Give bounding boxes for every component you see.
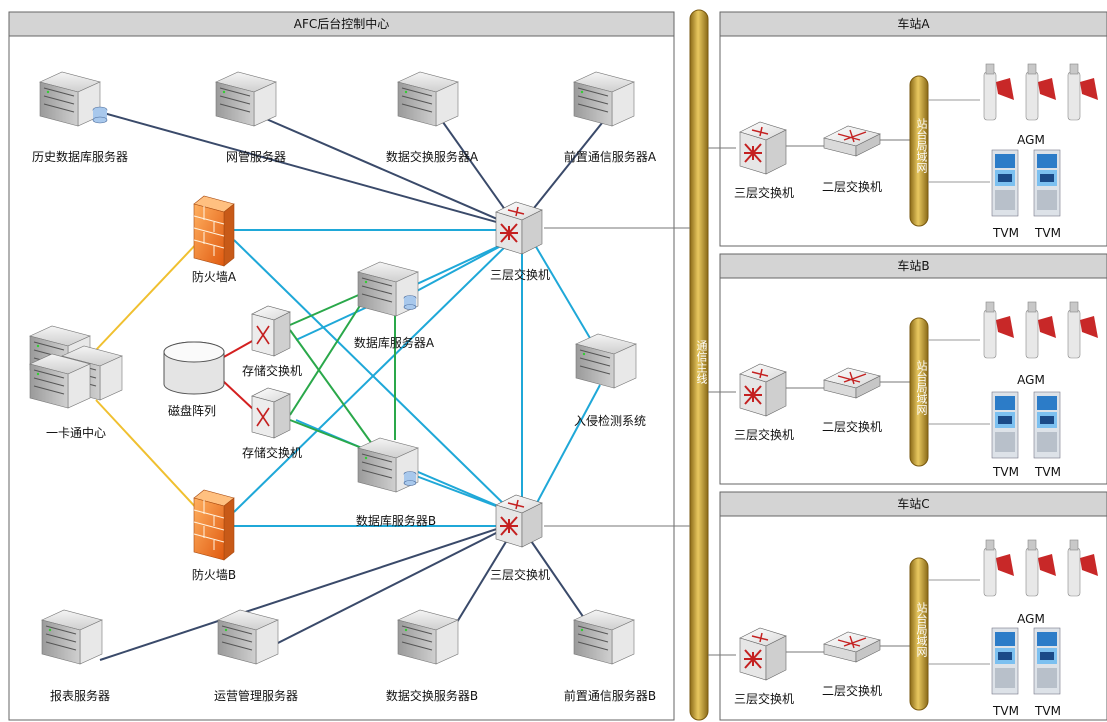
station-c-agm-label: AGM [1017, 612, 1045, 626]
station-b-title: 车站B [897, 259, 930, 273]
station-c-l3-switch-icon [739, 627, 787, 681]
disk-array-icon [163, 341, 225, 395]
exchange-server-a-label: 数据交换服务器A [385, 150, 479, 164]
firewall-a-icon [193, 195, 235, 267]
station-a-title: 车站A [897, 17, 930, 31]
frontend-server-b-label: 前置通信服务器B [563, 689, 657, 703]
report-server-label: 报表服务器 [49, 689, 111, 703]
history-db-server-icon [39, 71, 101, 127]
station-a-lan-label: 站台局域网 [915, 118, 928, 173]
db-server-a-label: 数据库服务器A [353, 336, 435, 350]
network-mgmt-server-label: 网管服务器 [225, 150, 287, 164]
storage-switch-a-icon [251, 305, 291, 357]
station-b-tvm2-label: TVM [1035, 465, 1061, 479]
storage-switch-a-label: 存储交换机 [241, 364, 303, 378]
db-server-b-disk-icon [403, 471, 417, 486]
station-c-title: 车站C [897, 497, 930, 511]
station-a-l3-label: 三层交换机 [733, 186, 795, 200]
firewall-b-icon [193, 489, 235, 561]
operations-server-icon [217, 609, 279, 665]
backbone-bus [689, 9, 709, 721]
exchange-server-a-icon [397, 71, 459, 127]
storage-switch-b-label: 存储交换机 [241, 446, 303, 460]
red-links [221, 339, 255, 411]
center-l3-switch-b-label: 三层交换机 [489, 568, 551, 582]
station-c-lan-bus [909, 557, 929, 711]
db-server-b-label: 数据库服务器B [355, 514, 437, 528]
database-cylinder-icon [92, 106, 108, 124]
db-server-a-disk-icon [403, 295, 417, 310]
station-b-lan-bus [909, 317, 929, 467]
cyan-links [233, 229, 601, 527]
station-c-tvm1-label: TVM [993, 704, 1019, 718]
station-a-tvm2-label: TVM [1035, 226, 1061, 240]
station-a-l3-switch-icon [739, 121, 787, 175]
frontend-server-a-label: 前置通信服务器A [563, 150, 657, 164]
station-c-l3-label: 三层交换机 [733, 692, 795, 706]
history-db-server-label: 历史数据库服务器 [31, 150, 129, 164]
station-b-tvm1-label: TVM [993, 465, 1019, 479]
backbone-taps [544, 147, 736, 656]
frontend-server-b-icon [573, 609, 635, 665]
center-panel-header [8, 11, 675, 37]
report-server-icon [41, 609, 103, 665]
station-c-l2-label: 二层交换机 [821, 684, 883, 698]
card-center-label: 一卡通中心 [45, 426, 107, 440]
station-a-agm-label: AGM [1017, 133, 1045, 147]
yellow-links [95, 239, 201, 513]
network-mgmt-server-icon [215, 71, 277, 127]
ids-label: 入侵检测系统 [573, 414, 647, 428]
station-c-lan-label: 站台局域网 [915, 602, 928, 657]
center-panel-title: AFC后台控制中心 [293, 17, 390, 31]
exchange-server-b-label: 数据交换服务器B [385, 689, 479, 703]
server-links [99, 111, 607, 661]
firewall-b-label: 防火墙B [191, 568, 237, 582]
center-l3-switch-b-icon [495, 494, 543, 548]
station-a-tvm1-label: TVM [993, 226, 1019, 240]
firewall-a-label: 防火墙A [191, 270, 237, 284]
station-c-tvm2-label: TVM [1035, 704, 1061, 718]
ids-server-icon [575, 333, 637, 389]
frontend-server-a-icon [573, 71, 635, 127]
backbone-label: 通信主线 [695, 340, 708, 384]
exchange-server-b-icon [397, 609, 459, 665]
storage-switch-b-icon [251, 387, 291, 439]
station-b-l3-switch-icon [739, 363, 787, 417]
center-l3-switch-a-icon [495, 201, 543, 255]
station-a-l2-label: 二层交换机 [821, 180, 883, 194]
station-b-lan-label: 站台局域网 [915, 360, 928, 415]
center-l3-switch-a-label: 三层交换机 [489, 268, 551, 282]
disk-array-label: 磁盘阵列 [167, 404, 217, 418]
operations-server-label: 运营管理服务器 [213, 689, 299, 703]
station-a-lan-bus [909, 75, 929, 227]
station-b-l2-label: 二层交换机 [821, 420, 883, 434]
station-b-l3-label: 三层交换机 [733, 428, 795, 442]
station-b-agm-label: AGM [1017, 373, 1045, 387]
